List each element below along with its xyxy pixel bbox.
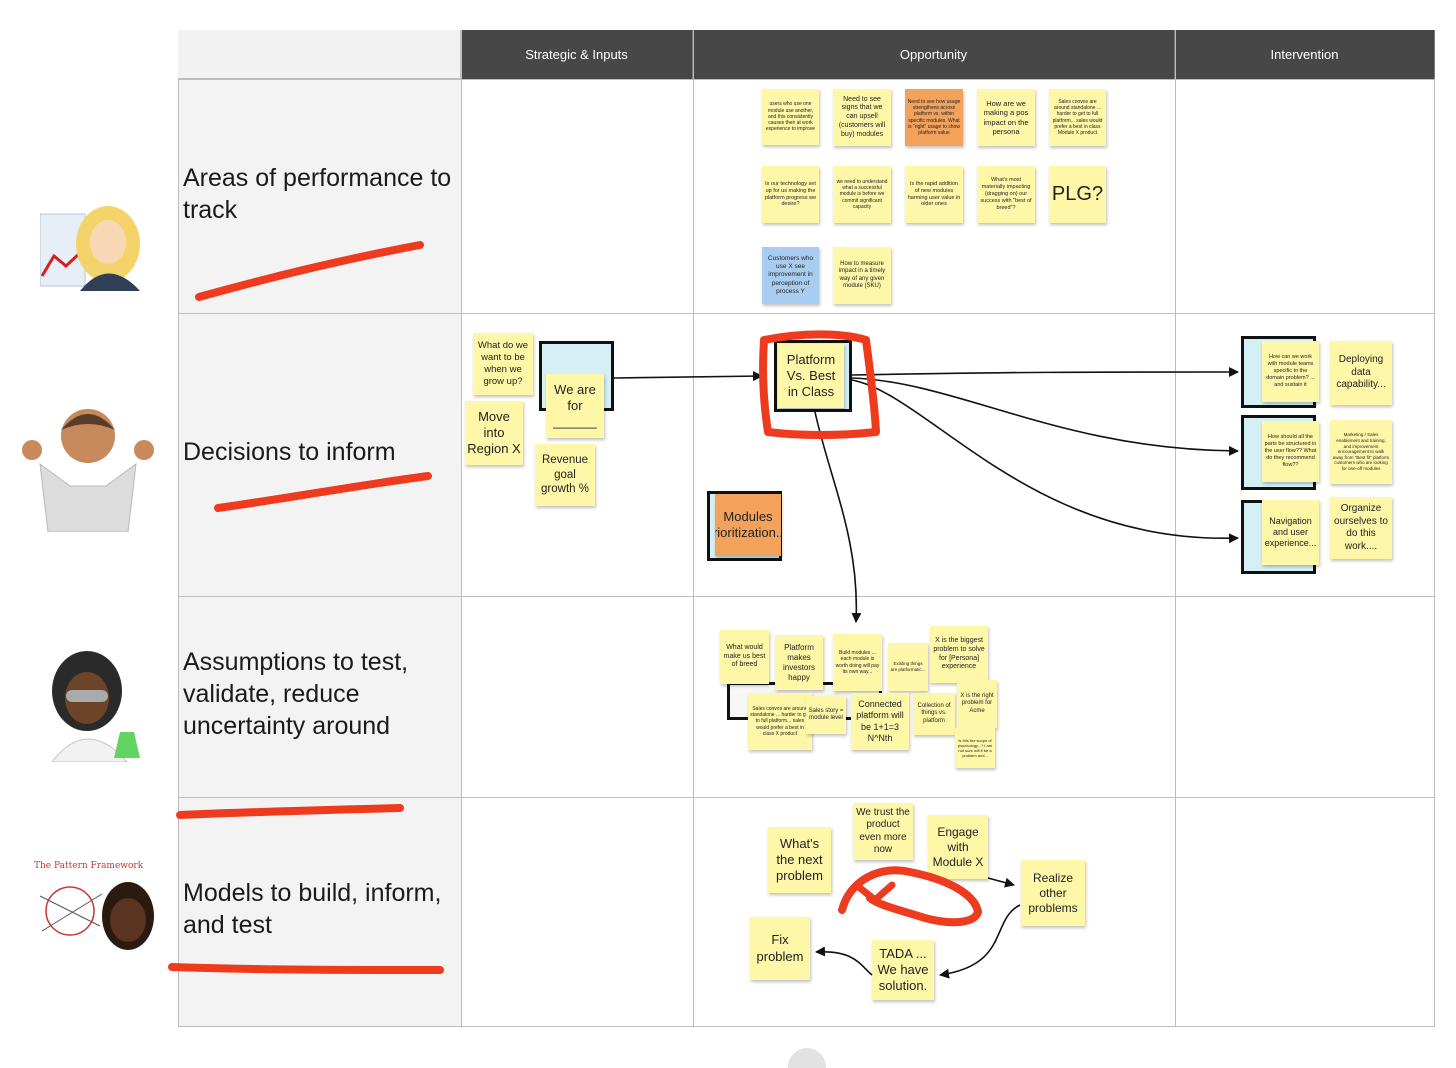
- sticky-note[interactable]: X is the biggest problem to solve for [P…: [930, 626, 988, 683]
- sticky-note[interactable]: How should all the parts be structured i…: [1262, 421, 1319, 482]
- sticky-note[interactable]: What's most materially impacting (draggi…: [977, 166, 1035, 223]
- sticky-note[interactable]: Organize ourselves to do this work....: [1330, 497, 1392, 559]
- header-blank-cell: [178, 30, 461, 79]
- sticky-note[interactable]: Marketing / Sales enablement and trainin…: [1330, 420, 1392, 484]
- sticky-note[interactable]: What do we want to be when we grow up?: [473, 333, 533, 395]
- row-divider: [178, 313, 1435, 314]
- column-divider: [461, 30, 462, 1027]
- sticky-note[interactable]: How can we work with module teams specif…: [1262, 341, 1319, 402]
- column-header-opportunity[interactable]: Opportunity: [693, 30, 1175, 79]
- sticky-note[interactable]: X is the right problem for Acme: [957, 680, 997, 728]
- sticky-note[interactable]: How to measure impact in a timely way of…: [833, 247, 891, 304]
- woman-chart-icon: [40, 196, 145, 291]
- sticky-note[interactable]: We trust the product even more now: [853, 803, 913, 860]
- sticky-note[interactable]: Revenue goal growth %: [535, 444, 595, 506]
- row-title-models: Models to build, inform, and test: [183, 877, 453, 941]
- sticky-modules-prioritization[interactable]: Modules prioritization....: [715, 494, 781, 556]
- column-header-strategic[interactable]: Strategic & Inputs: [461, 30, 693, 79]
- sticky-note[interactable]: Is our technology set up for us making t…: [762, 166, 819, 223]
- row-divider: [178, 797, 1435, 798]
- column-divider: [1175, 30, 1176, 1027]
- row-title-decisions: Decisions to inform: [183, 436, 453, 468]
- sticky-note[interactable]: Move into Region X: [465, 401, 523, 465]
- sticky-note[interactable]: Engage with Module X: [928, 815, 988, 879]
- scroll-indicator[interactable]: [788, 1048, 826, 1068]
- row-divider: [178, 79, 1435, 80]
- sticky-note[interactable]: Fix problem: [750, 917, 810, 980]
- sticky-note[interactable]: Sales story = module level: [806, 696, 846, 734]
- person-shrugging-icon: [18, 404, 158, 532]
- sticky-note[interactable]: Need to see signs that we can upsell (cu…: [833, 89, 891, 146]
- sticky-note[interactable]: Need to see how usage strengthens across…: [905, 89, 963, 146]
- sticky-note[interactable]: Realize other problems: [1021, 860, 1085, 926]
- row-title-performance: Areas of performance to track: [183, 162, 453, 226]
- sticky-note[interactable]: Is the rapid addition of new modules har…: [905, 166, 963, 223]
- sticky-note[interactable]: TADA ... We have solution.: [872, 940, 934, 1000]
- row-title-assumptions: Assumptions to test, validate, reduce un…: [183, 646, 453, 742]
- model-sketch-icon: The Pattern Framework: [30, 856, 158, 956]
- sticky-note[interactable]: Build modules ... each module is worth d…: [833, 634, 882, 691]
- sticky-note[interactable]: Platform makes investors happy: [775, 635, 823, 690]
- sticky-note[interactable]: users who use one module use another, an…: [762, 89, 819, 145]
- sticky-note[interactable]: Collection of things vs. platform: [913, 693, 955, 735]
- sticky-note[interactable]: We are for ______: [546, 374, 604, 438]
- sticky-note[interactable]: Existing things are platformatic...: [888, 643, 928, 691]
- sticky-note[interactable]: PLG?: [1049, 166, 1106, 223]
- sticky-note[interactable]: Navigation and user experience...: [1262, 500, 1319, 565]
- sticky-note[interactable]: Connected platform will be 1+1=3 N^Nth: [851, 693, 909, 750]
- sticky-note[interactable]: Is this the scope of psychology...? I am…: [955, 728, 995, 768]
- sticky-note[interactable]: Sales convos are around standalone ... h…: [1049, 89, 1106, 146]
- sketch-title: The Pattern Framework: [34, 861, 144, 871]
- sticky-note[interactable]: What's the next problem: [768, 827, 831, 893]
- sticky-note[interactable]: we need to understand what a successful …: [833, 166, 891, 223]
- sticky-note[interactable]: Customers who use X see improvement in p…: [762, 247, 819, 304]
- sticky-note[interactable]: How are we making a pos impact on the pe…: [977, 89, 1035, 146]
- row-divider: [178, 596, 1435, 597]
- sticky-note[interactable]: Deploying data capability...: [1330, 341, 1392, 405]
- scientist-icon: [42, 646, 142, 762]
- sticky-platform-vs-best[interactable]: Platform Vs. Best in Class: [778, 344, 844, 408]
- sticky-note[interactable]: Sales convos are around standalone ... h…: [748, 693, 812, 750]
- sticky-note[interactable]: What would make us best of breed: [720, 630, 769, 684]
- column-header-intervention[interactable]: Intervention: [1175, 30, 1435, 79]
- column-divider: [693, 30, 694, 1027]
